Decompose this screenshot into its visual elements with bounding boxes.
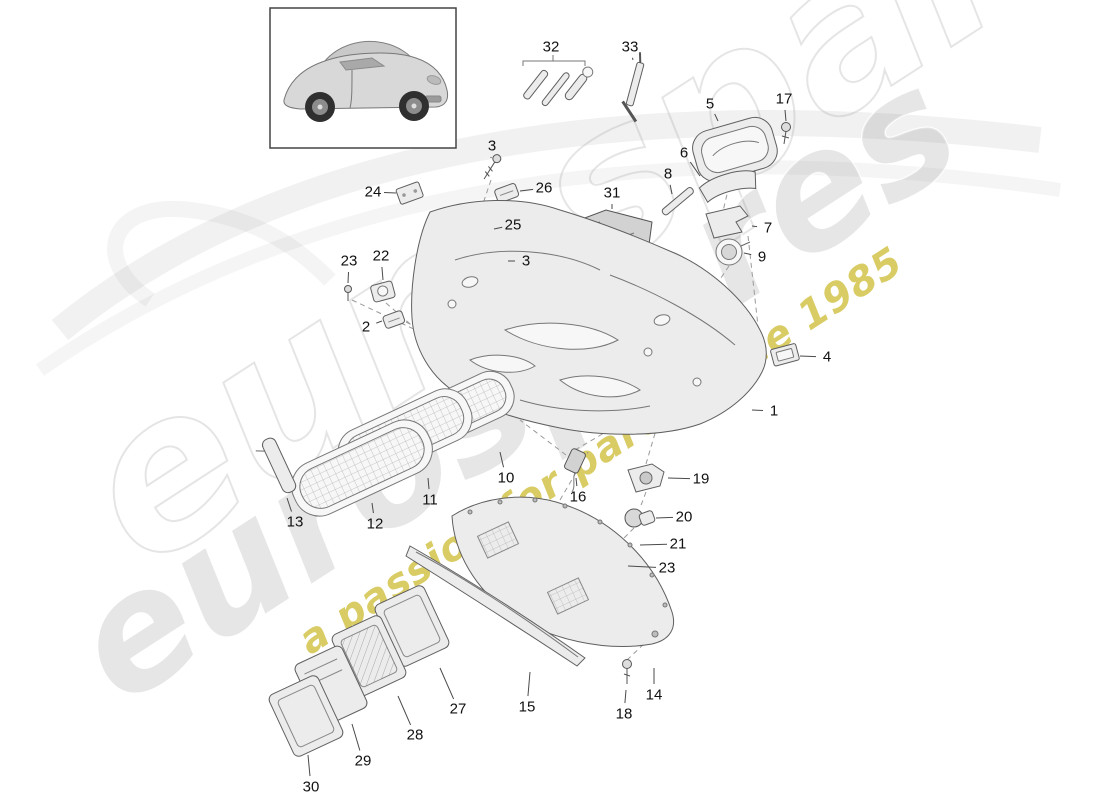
part-16-sensor [564,448,586,493]
callout-leader-17 [784,109,787,122]
part-3-screw-top [483,154,502,180]
part-13-strip [255,437,297,494]
callout-leader-27 [439,667,455,700]
part-19-bracket [627,463,665,493]
part-18-screw [622,659,632,684]
callout-leader-5 [714,113,719,122]
callout-24[interactable]: 24 [365,184,382,201]
callout-leader-10 [499,451,505,468]
callout-leader-28 [397,695,412,726]
callout-26[interactable]: 26 [536,180,553,197]
callout-3[interactable]: 3 [522,253,530,270]
callout-19[interactable]: 19 [693,471,710,488]
callout-leader-23 [627,565,657,568]
callout-27[interactable]: 27 [450,701,467,718]
callout-leader-2 [376,320,383,324]
callout-leader-33 [631,57,634,61]
part-6-duct-lower [698,170,757,204]
callout-leader-20 [655,516,674,519]
callout-leader-21 [639,543,668,546]
part-23-screw [344,285,352,301]
callout-leader-8 [669,184,673,195]
callout-33[interactable]: 33 [622,39,639,56]
callout-leader-29 [351,723,361,751]
callout-leader-11 [427,477,430,490]
callout-10[interactable]: 10 [498,470,515,487]
callout-6[interactable]: 6 [680,145,688,162]
watermark-swoosh-3 [107,200,336,307]
callout-8[interactable]: 8 [664,166,672,183]
part-4-bracket [770,343,800,367]
watermark-swoosh-1 [51,110,1042,341]
part-9-sensor-ring [715,238,751,266]
callout-leader-7 [751,225,758,228]
callout-23[interactable]: 23 [659,560,676,577]
callout-1[interactable]: 1 [770,403,778,420]
callout-32[interactable]: 32 [543,39,560,56]
part-24-bracket [395,181,424,205]
callout-leader-22 [381,266,384,281]
callout-leader-19 [667,477,691,480]
part-7-bracket [705,205,749,239]
part-26-clip [494,183,520,204]
callout-leader-30 [307,754,311,777]
car-thumbnail [269,7,457,149]
callout-20[interactable]: 20 [676,509,693,526]
callout-25[interactable]: 25 [505,217,522,234]
callout-leader-9 [743,252,752,256]
callout-16[interactable]: 16 [570,489,587,506]
callout-11[interactable]: 11 [422,492,438,509]
part-17-screw [781,122,791,145]
callout-15[interactable]: 15 [519,699,536,716]
callout-leader-13 [286,497,292,512]
callout-18[interactable]: 18 [616,706,633,723]
callout-leader-25 [493,226,503,230]
part-5-air-duct [692,116,778,183]
watermark-swoosh-2 [36,160,1062,376]
callout-leader-16 [575,477,578,487]
callout-leader-4 [799,355,817,358]
part-2-clip [382,310,406,329]
car-illustration [283,40,449,122]
callout-9[interactable]: 9 [758,249,766,266]
callout-leader-24 [383,191,397,194]
callout-12[interactable]: 12 [367,516,384,533]
callout-leader-23 [347,271,350,284]
part-8-strip [661,187,694,216]
callout-5[interactable]: 5 [706,96,714,113]
callout-22[interactable]: 22 [373,248,390,265]
callout-29[interactable]: 29 [355,753,372,770]
callout-2[interactable]: 2 [362,319,370,336]
callout-21[interactable]: 21 [670,536,687,553]
callout-7[interactable]: 7 [764,220,772,237]
callout-leader-18 [624,689,627,704]
callout-17[interactable]: 17 [776,91,793,108]
callout-leader-12 [371,502,374,514]
part-30-plate [268,675,344,757]
callout-13[interactable]: 13 [287,514,304,531]
part-22-holder [370,280,396,303]
part-20-sensor [624,508,656,528]
callout-31[interactable]: 31 [604,185,621,202]
callout-28[interactable]: 28 [407,727,424,744]
part-12-grille [291,419,433,517]
callout-3[interactable]: 3 [488,138,496,155]
callout-23[interactable]: 23 [341,253,358,270]
part-32-tool-kit [522,55,594,107]
callout-leader-6 [689,161,701,177]
callout-4[interactable]: 4 [823,349,831,366]
callout-14[interactable]: 14 [646,687,663,704]
callout-leader-1 [751,409,764,412]
callout-30[interactable]: 30 [303,779,320,796]
part-33-tool [621,52,645,123]
callout-leader-26 [519,188,534,192]
callout-leader-15 [527,671,531,697]
part-15-spoiler-lip [405,545,586,667]
